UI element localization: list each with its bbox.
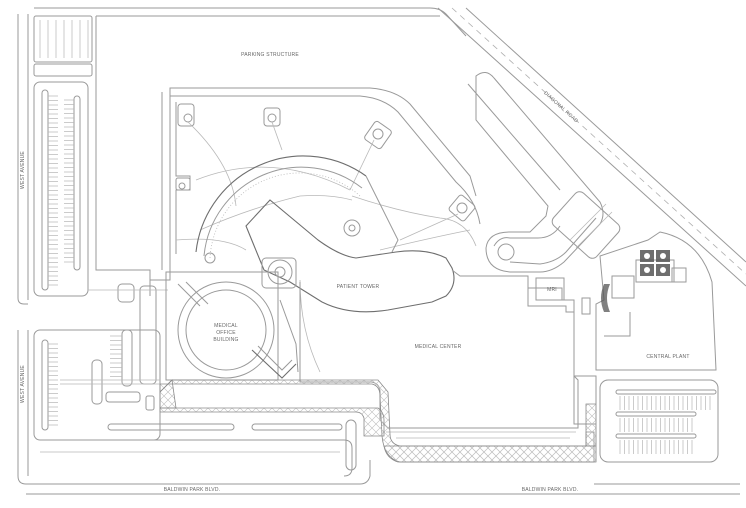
west-parking-lot (33, 81, 89, 297)
southeast-parking-lot (595, 378, 719, 463)
label-mri: MRI (547, 287, 557, 293)
medical-office-building (165, 271, 321, 381)
label-patient-tower: PATIENT TOWER (337, 284, 380, 290)
hatched-plaza (159, 379, 597, 463)
parking-structure (88, 16, 477, 296)
label-medical-office-1: MEDICAL (214, 323, 238, 329)
label-medical-center: MEDICAL CENTER (415, 344, 462, 350)
label-central-plant: CENTRAL PLANT (646, 354, 689, 360)
label-medical-office-2: OFFICE (216, 330, 236, 336)
street-curbs (17, 7, 746, 495)
central-plant (595, 231, 717, 371)
label-baldwin-west: BALDWIN PARK BLVD. (164, 487, 220, 493)
label-parking-structure: PARKING STRUCTURE (241, 52, 299, 58)
courtyard (161, 92, 481, 270)
medical-center (299, 269, 597, 439)
equipment-blocks (640, 250, 670, 276)
label-baldwin-east: BALDWIN PARK BLVD. (522, 487, 578, 493)
label-west-avenue-north: WEST AVENUE (20, 151, 26, 189)
patient-tower (245, 199, 455, 313)
dropoff-loop (467, 72, 621, 273)
south-drive (40, 419, 357, 477)
southwest-parking-lot (33, 283, 161, 441)
label-medical-office-3: BUILDING (213, 337, 238, 343)
garden-arc (195, 155, 399, 264)
top-left-parking (33, 15, 93, 77)
label-west-avenue-south: WEST AVENUE (20, 365, 26, 403)
